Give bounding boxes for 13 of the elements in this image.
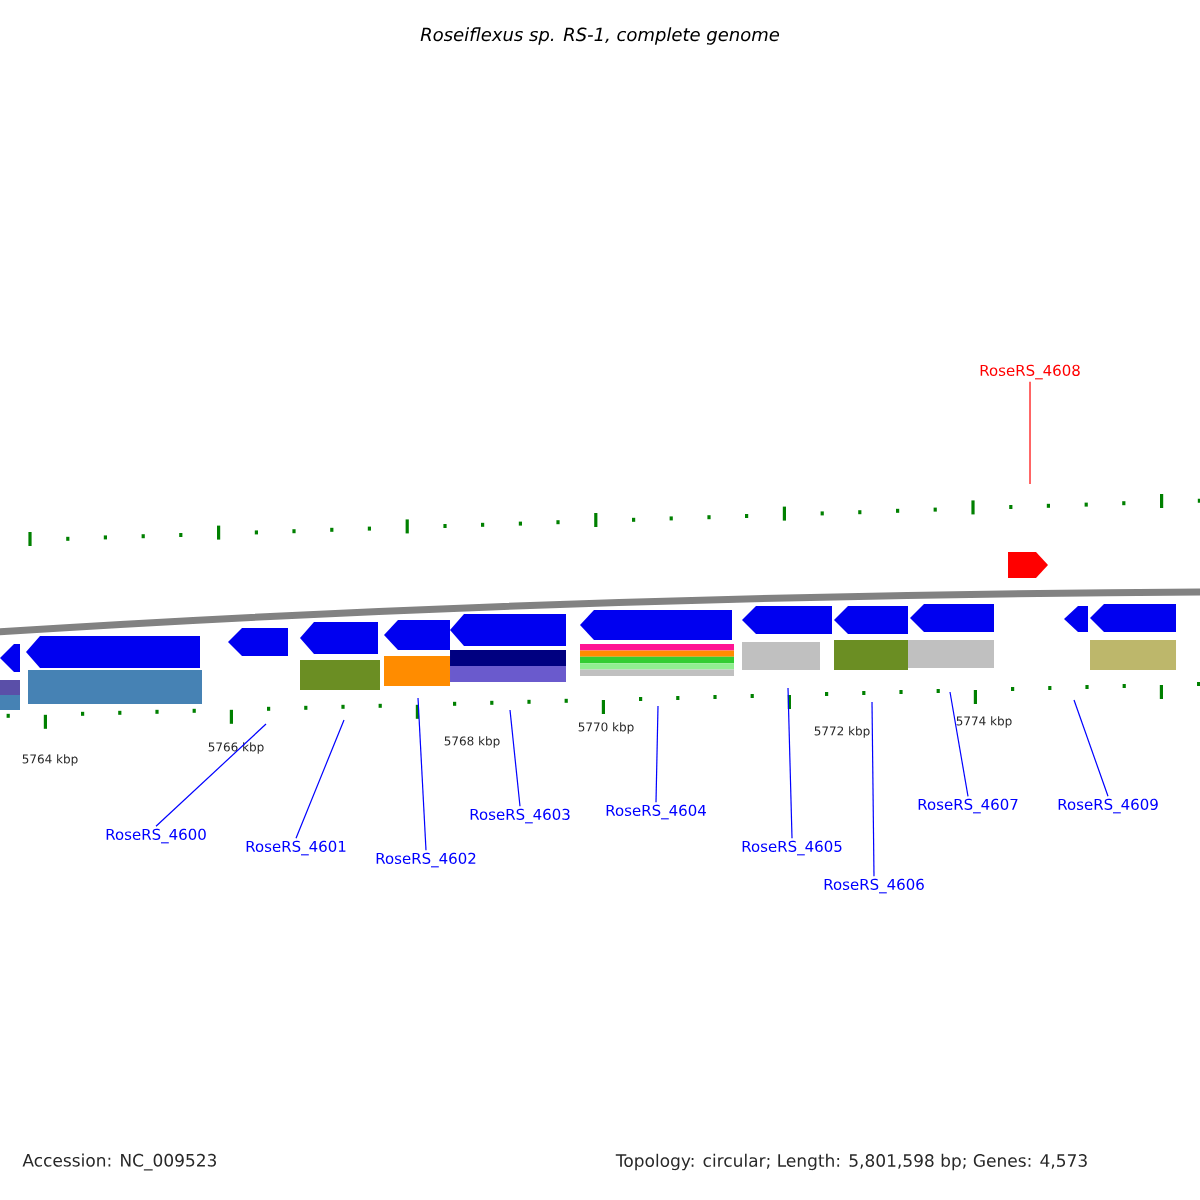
footer-text: Accession: NC_009523 [22,1153,216,1171]
leader-line [417,697,427,851]
leader-line [295,719,345,839]
leader-line [1073,699,1109,797]
leader-line [155,723,267,827]
leader-line [509,709,521,807]
leader-line [871,701,875,877]
leader-line [1029,381,1031,485]
leader-line [949,691,969,797]
leader-line [787,687,793,839]
footer-text: Topology: circular; Length: 5,801,598 bp; Genes: 4,573 [615,1153,1087,1171]
leader-line [655,705,659,803]
title: Roseiflexus sp. RS-1, complete genome [420,27,780,45]
